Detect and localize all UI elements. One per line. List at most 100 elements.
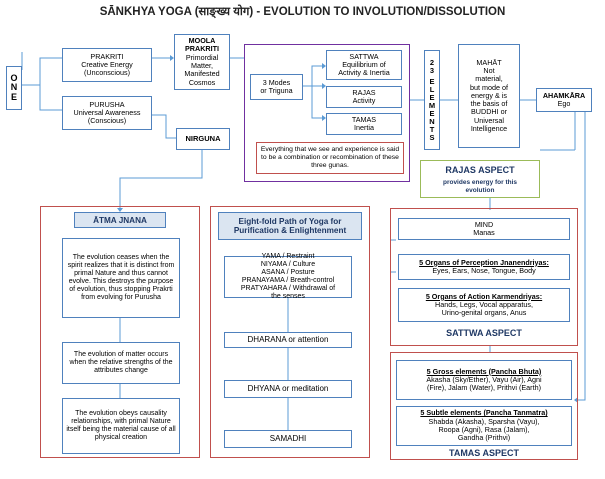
moola-line: Manifested bbox=[184, 69, 220, 79]
atma-matter-text: The evolution of matter occurs when the … bbox=[69, 350, 173, 375]
elements-char: E bbox=[429, 93, 435, 103]
mahat-line: MAHĀT bbox=[476, 57, 502, 67]
rajas-name: RAJAS bbox=[352, 87, 376, 97]
tamas-name: TAMAS bbox=[351, 114, 377, 124]
subtle-box: 5 Subtle elements (Pancha Tanmatra) Shab… bbox=[396, 406, 572, 446]
perception-heading: 5 Organs of Perception Jnanendriyas: bbox=[419, 257, 549, 267]
one-box: O N E bbox=[6, 66, 22, 110]
tamas-aspect-title: TAMAS ASPECT bbox=[448, 448, 519, 458]
mahat-line: but mode of bbox=[470, 82, 508, 92]
limb-line: YAMA / Restraint bbox=[261, 252, 315, 260]
subtle-line: Gandha (Prithvi) bbox=[457, 433, 511, 443]
atma-matter-box: The evolution of matter occurs when the … bbox=[62, 342, 180, 384]
rajas-box: RAJAS Activity bbox=[326, 86, 402, 108]
nirguna-box: NIRGUNA bbox=[176, 128, 230, 150]
atma-jnana-header: ĀTMA JNANA bbox=[74, 212, 166, 228]
dharana-box: DHARANA or attention bbox=[224, 332, 352, 348]
rajas-aspect-line: provides energy for this bbox=[442, 179, 518, 186]
elements-char: 2 bbox=[429, 57, 435, 67]
atma-causality-box: The evolution obeys causality relationsh… bbox=[62, 398, 180, 454]
action-line: Urino-genital organs, Anus bbox=[441, 308, 527, 318]
elements-char: N bbox=[429, 116, 435, 126]
eightfold-header: Eight-fold Path of Yoga for Purification… bbox=[218, 212, 362, 240]
one-letter: E bbox=[10, 91, 17, 102]
mind-line: Manas bbox=[473, 228, 495, 237]
sattwa-box: SATTWA Equilibrium of Activity & Inertia bbox=[326, 50, 402, 80]
mahat-line: Universal bbox=[474, 115, 504, 125]
dhyana-label: DHYANA or meditation bbox=[247, 384, 329, 394]
mind-line: MIND bbox=[474, 219, 494, 229]
triguna-box: 3 Modes or Triguna bbox=[250, 74, 303, 100]
limb-line: PRANAYAMA / Breath-control bbox=[241, 277, 335, 284]
gross-line: Akasha (Sky/Ether), Vayu (Air), Agni bbox=[426, 374, 542, 384]
moola-line: Matter, bbox=[191, 61, 213, 70]
sattwa-name: SATTWA bbox=[349, 51, 379, 61]
mahat-line: Intelligence bbox=[470, 123, 508, 133]
purusha-name: PURUSHA bbox=[89, 99, 125, 109]
everything-text: Everything that we see and experience is… bbox=[260, 146, 400, 169]
rajas-aspect-frame: RAJAS ASPECT provides energy for this ev… bbox=[420, 160, 540, 198]
gross-heading: 5 Gross elements (Pancha Bhuta) bbox=[426, 366, 542, 376]
moola-line: Primordial bbox=[185, 52, 219, 62]
moola-name: MOOLA PRAKRITI bbox=[185, 36, 219, 54]
mind-box: MIND Manas bbox=[398, 218, 570, 240]
subtle-line: Roopa (Agni), Rasa (Jalam), bbox=[438, 425, 530, 434]
yama-box: YAMA / Restraint NIYAMA / Culture ASANA … bbox=[224, 252, 352, 301]
elements-box: 2 3 E L E M E N T S bbox=[424, 50, 440, 150]
mahat-line: the basis of bbox=[470, 99, 508, 109]
sattwa-line: Equilibrium of bbox=[342, 59, 386, 69]
triguna-line: 3 Modes bbox=[262, 77, 291, 87]
one-letter: N bbox=[10, 82, 18, 93]
ahamkara-line: Ego bbox=[557, 99, 571, 108]
moola-line: Cosmos bbox=[188, 77, 216, 87]
triguna-frame bbox=[244, 44, 410, 182]
mahat-box: MAHĀT Not material, but mode of energy &… bbox=[458, 44, 520, 148]
tamas-aspect-frame bbox=[390, 352, 578, 460]
perception-box: 5 Organs of Perception Jnanendriyas: Eye… bbox=[398, 254, 570, 280]
elements-char: L bbox=[429, 85, 435, 95]
action-box: 5 Organs of Action Karmendriyas: Hands, … bbox=[398, 288, 570, 322]
limb-line: NIYAMA / Culture bbox=[260, 260, 316, 268]
elements-char: E bbox=[429, 108, 435, 118]
atma-causality-text: The evolution obeys causality relationsh… bbox=[66, 409, 176, 442]
everything-box: Everything that we see and experience is… bbox=[256, 142, 404, 174]
prakriti-line: Creative Energy bbox=[81, 59, 133, 69]
rajas-aspect-line: evolution bbox=[465, 187, 495, 194]
one-letter: O bbox=[10, 72, 18, 83]
limb-line: ASANA / Posture bbox=[261, 268, 315, 276]
subtle-line: Shabda (Akasha), Sparsha (Vayu), bbox=[428, 416, 540, 426]
mahat-line: energy & is bbox=[471, 90, 507, 100]
triguna-line: or Triguna bbox=[260, 86, 293, 95]
prakriti-box: PRAKRITI Creative Energy (Unconscious) bbox=[62, 48, 152, 82]
subtle-heading: 5 Subtle elements (Pancha Tanmatra) bbox=[420, 408, 548, 418]
ahamkara-name: AHAMKĀRA bbox=[542, 90, 586, 100]
mahat-line: BUDDHI or bbox=[471, 107, 507, 117]
rajas-aspect-title: RAJAS ASPECT bbox=[445, 165, 515, 175]
sattwa-aspect-frame bbox=[390, 208, 578, 346]
purusha-line: (Conscious) bbox=[87, 116, 127, 126]
page-title: SĀNKHYA YOGA (साङ्ख्य योग) - EVOLUTION T… bbox=[99, 6, 506, 18]
elements-char: E bbox=[429, 77, 435, 87]
prakriti-name: PRAKRITI bbox=[90, 51, 124, 61]
atma-jnana-frame bbox=[40, 206, 200, 458]
sattwa-aspect-title: SATTWA ASPECT bbox=[446, 328, 522, 338]
prakriti-line: (Unconscious) bbox=[84, 68, 130, 78]
ahamkara-box: AHAMKĀRA Ego bbox=[536, 88, 592, 112]
atma-cease-text: The evolution ceases when the spirit rea… bbox=[67, 253, 175, 302]
mahat-line: Not bbox=[483, 66, 495, 76]
limb-line: PRATYAHARA / Withdrawal of bbox=[240, 285, 336, 293]
eightfold-frame bbox=[210, 206, 370, 458]
moola-prakriti-box: MOOLA PRAKRITI Primordial Matter, Manife… bbox=[174, 34, 230, 90]
purusha-line: Universal Awareness bbox=[73, 107, 141, 117]
perception-line: Eyes, Ears, Nose, Tongue, Body bbox=[432, 266, 536, 275]
rajas-line: Activity bbox=[352, 96, 376, 105]
nirguna-label: NIRGUNA bbox=[185, 133, 221, 143]
gross-box: 5 Gross elements (Pancha Bhuta) Akasha (… bbox=[396, 360, 572, 400]
dhyana-box: DHYANA or meditation bbox=[224, 380, 352, 398]
limb-line: the senses bbox=[271, 293, 305, 301]
action-heading: 5 Organs of Action Karmendriyas: bbox=[425, 291, 543, 301]
tamas-box: TAMAS Inertia bbox=[326, 113, 402, 135]
dharana-label: DHARANA or attention bbox=[247, 335, 329, 345]
purusha-box: PURUSHA Universal Awareness (Conscious) bbox=[62, 96, 152, 130]
sattwa-line: Activity & Inertia bbox=[338, 68, 390, 78]
